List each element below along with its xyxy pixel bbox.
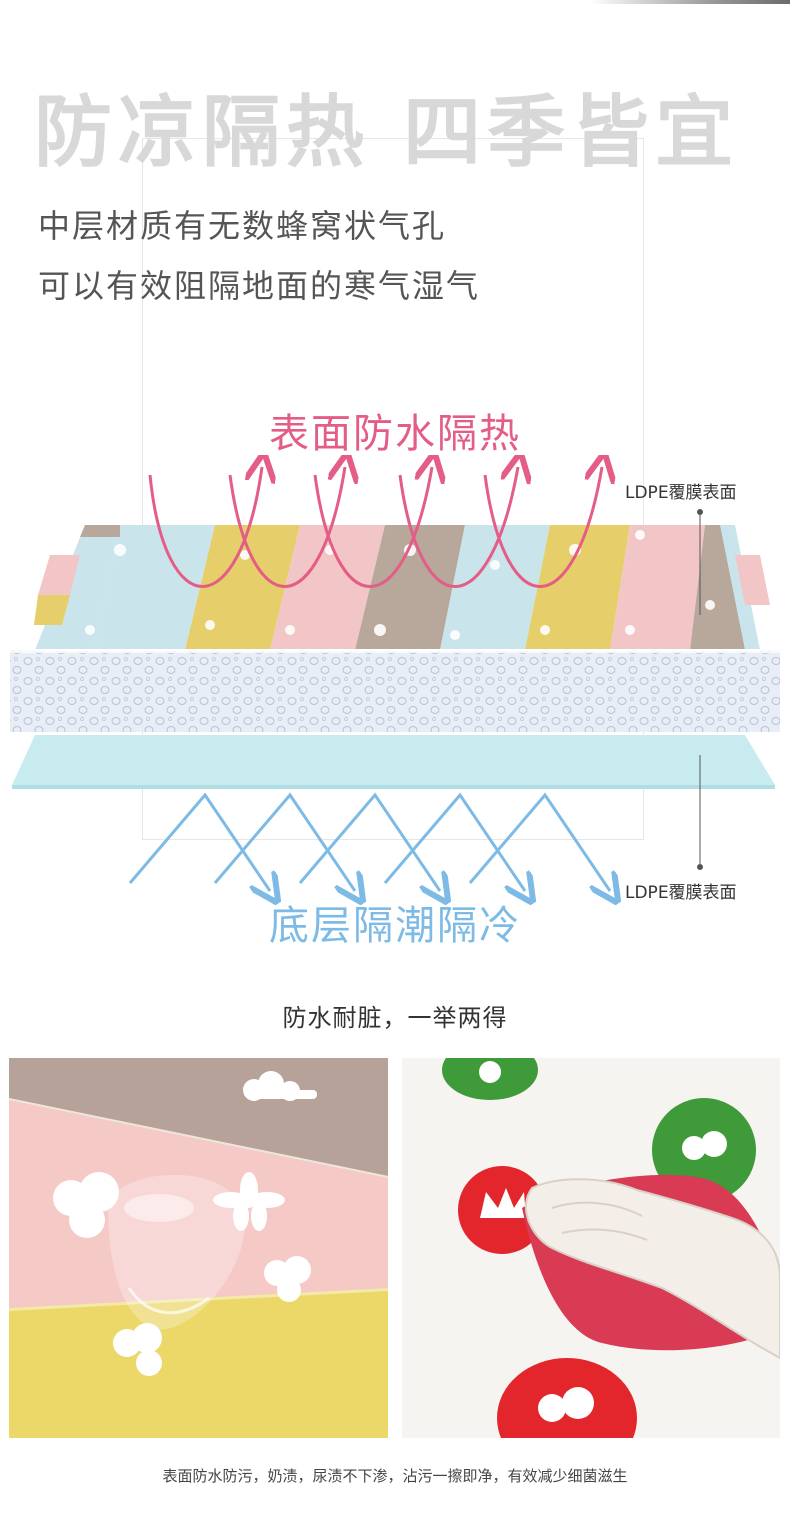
- mid-caption: 防水耐脏，一举两得: [282, 1004, 508, 1032]
- surface-label: 表面防水隔热: [269, 411, 521, 457]
- headline: 防凉隔热 四季皆宜: [34, 88, 740, 178]
- surface-heat-arrows: [148, 467, 602, 588]
- bottom-ldpe-film: [12, 735, 775, 789]
- flower-icon: [450, 630, 460, 640]
- subtitle-line-1: 中层材质有无数蜂窝状气孔: [38, 207, 447, 245]
- leader-lines: [697, 509, 703, 870]
- flower-icon: [240, 550, 250, 560]
- water-drop-icon: [107, 1174, 245, 1330]
- ldpe-top-label: LDPE覆膜表面: [625, 483, 737, 503]
- crown-icon: [458, 1166, 546, 1254]
- foot-caption: 表面防水防污，奶渍，尿渍不下渗，沾污一擦即净，有效减少细菌滋生: [162, 1467, 628, 1485]
- cloud-icon: [113, 1323, 162, 1376]
- crown-icon: [540, 625, 550, 635]
- waterproof-photo: [9, 1058, 388, 1438]
- mat-layer-diagram: [10, 455, 780, 915]
- top-print-surface: [34, 525, 770, 651]
- ldpe-bottom-label: LDPE覆膜表面: [625, 883, 737, 903]
- subtitle-line-2: 可以有效阻隔地面的寒气湿气: [38, 267, 481, 305]
- flower-icon: [285, 625, 295, 635]
- cloud-icon: [490, 560, 500, 570]
- cloud-icon: [264, 1256, 311, 1302]
- wipe-clean-photo: [402, 1058, 780, 1438]
- top-decor-bar: [590, 0, 790, 4]
- crown-icon: [205, 620, 215, 630]
- flower-icon: [213, 1172, 285, 1231]
- bottom-cold-arrows: [128, 792, 610, 891]
- bottom-label: 底层隔潮隔冷: [269, 903, 521, 949]
- flower-icon: [85, 625, 95, 635]
- coin-icon: [374, 624, 386, 636]
- cloud-icon: [705, 600, 715, 610]
- cloud-icon: [243, 1071, 317, 1101]
- cloud-icon: [497, 1358, 637, 1438]
- flower-icon: [442, 1058, 538, 1100]
- coin-icon: [635, 530, 645, 540]
- coin-icon: [114, 544, 126, 556]
- crown-icon: [625, 625, 635, 635]
- hand-icon: [525, 1178, 780, 1360]
- honeycomb-middle-layer: [10, 650, 780, 732]
- background-frame: [142, 138, 644, 840]
- cloud-icon: [53, 1172, 119, 1238]
